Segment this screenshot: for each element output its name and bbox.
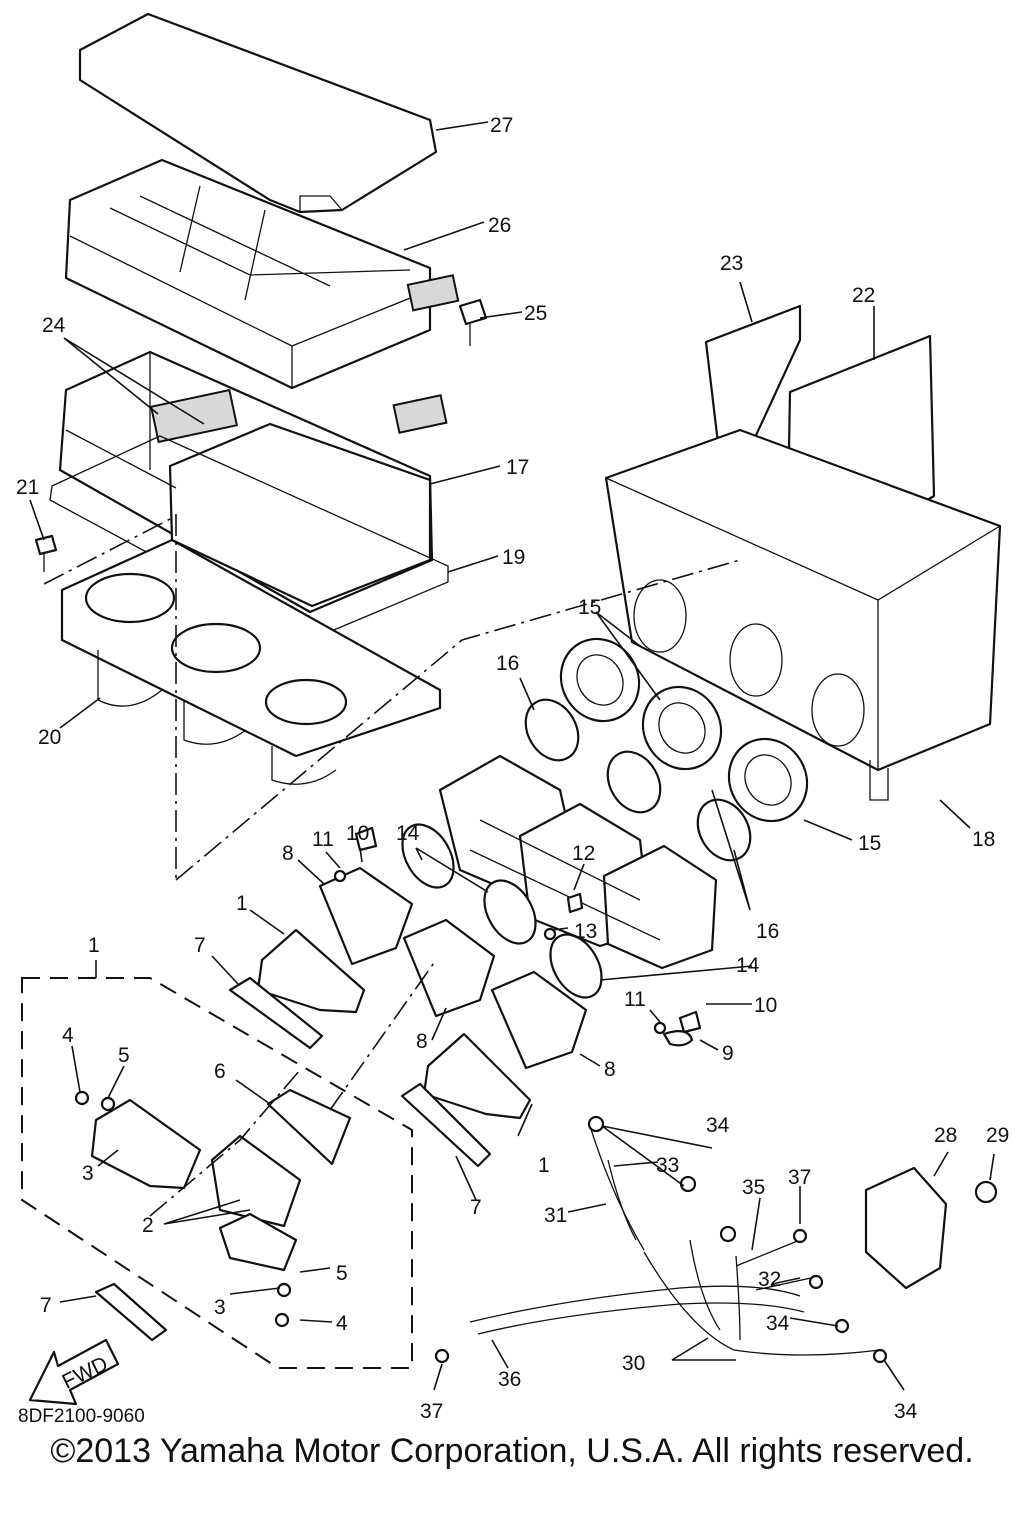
callout-16-right: 16 [756,920,779,943]
part-21-bolt [34,534,58,572]
callout-8-top: 8 [282,842,294,865]
callout-1-top: 1 [236,892,248,915]
callout-33: 33 [656,1154,679,1177]
callout-21: 21 [16,476,39,499]
part-15-joints [559,637,809,823]
callout-4-bottom: 4 [336,1312,348,1335]
callout-12: 12 [572,842,595,865]
callout-15-right: 15 [858,832,881,855]
callout-14-right: 14 [736,954,760,977]
callout-7-mid: 7 [470,1196,482,1219]
callout-8-right: 8 [604,1058,616,1081]
callout-37-bottom: 37 [420,1400,443,1423]
callout-labels: 27 26 25 24 23 22 21 17 19 20 15 16 18 1… [16,114,1009,1423]
carburetor-bank [438,754,718,970]
callout-25: 25 [524,302,547,325]
callout-10-right: 10 [754,994,777,1017]
reference-code: 8DF2100-9060 [18,1406,145,1427]
part-7-gaskets [94,976,492,1342]
part-18-lower-airbox [604,428,1002,801]
callout-7-top: 7 [194,934,206,957]
callout-29: 29 [986,1124,1009,1147]
assembly-lines [43,514,741,1217]
callout-20: 20 [38,726,61,749]
callout-27: 27 [490,114,513,137]
callout-37-right: 37 [788,1166,811,1189]
callout-9: 9 [722,1042,734,1065]
callout-17: 17 [506,456,529,479]
part-1-reed-valves [256,928,532,1120]
callout-2: 2 [142,1214,154,1237]
callout-6: 6 [214,1060,226,1083]
callout-34-top: 34 [706,1114,730,1137]
callout-1-detail: 1 [88,934,100,957]
small-fasteners [333,826,702,1047]
callout-19: 19 [502,546,525,569]
callout-13: 13 [574,920,597,943]
callout-14-top: 14 [396,822,420,845]
reed-valve-detail [21,977,413,1369]
callout-24: 24 [42,314,66,337]
callout-3-top: 3 [82,1162,94,1185]
callout-34-bottom: 34 [894,1400,918,1423]
callout-26: 26 [488,214,511,237]
part-19-gasket [49,435,449,641]
part-20-base-plate [60,538,442,785]
callout-3-bottom: 3 [214,1296,226,1319]
callout-5-top: 5 [118,1044,130,1067]
fuel-system [434,1115,998,1364]
fwd-arrow: FWD [28,1338,120,1406]
callout-1-bottom: 1 [538,1154,550,1177]
copyright-notice: ©2013 Yamaha Motor Corporation, U.S.A. A… [50,1432,974,1470]
callout-35: 35 [742,1176,765,1199]
callout-22: 22 [852,284,875,307]
callout-10-top: 10 [346,822,369,845]
callout-36: 36 [498,1368,521,1391]
part-27-cover [78,12,438,214]
part-26-filter-frame [64,158,432,390]
part-8-manifolds [318,866,588,1070]
callout-16-top: 16 [496,652,519,675]
part-25-bolt [458,298,488,346]
callout-30: 30 [622,1352,645,1375]
callout-34-mid: 34 [766,1312,790,1335]
callout-11-top: 11 [312,828,334,851]
callout-5-bottom: 5 [336,1262,348,1285]
callout-15-top: 15 [578,596,601,619]
leader-lines [29,121,995,1391]
callout-4-top: 4 [62,1024,74,1047]
callout-32: 32 [758,1268,781,1291]
callout-11-right: 11 [624,988,646,1011]
callout-8-mid: 8 [416,1030,428,1053]
callout-7-bottom: 7 [40,1294,52,1317]
callout-28: 28 [934,1124,957,1147]
callout-23: 23 [720,252,743,275]
part-24-sponge-pads [149,274,460,444]
callout-31: 31 [544,1204,567,1227]
callout-18: 18 [972,828,995,851]
